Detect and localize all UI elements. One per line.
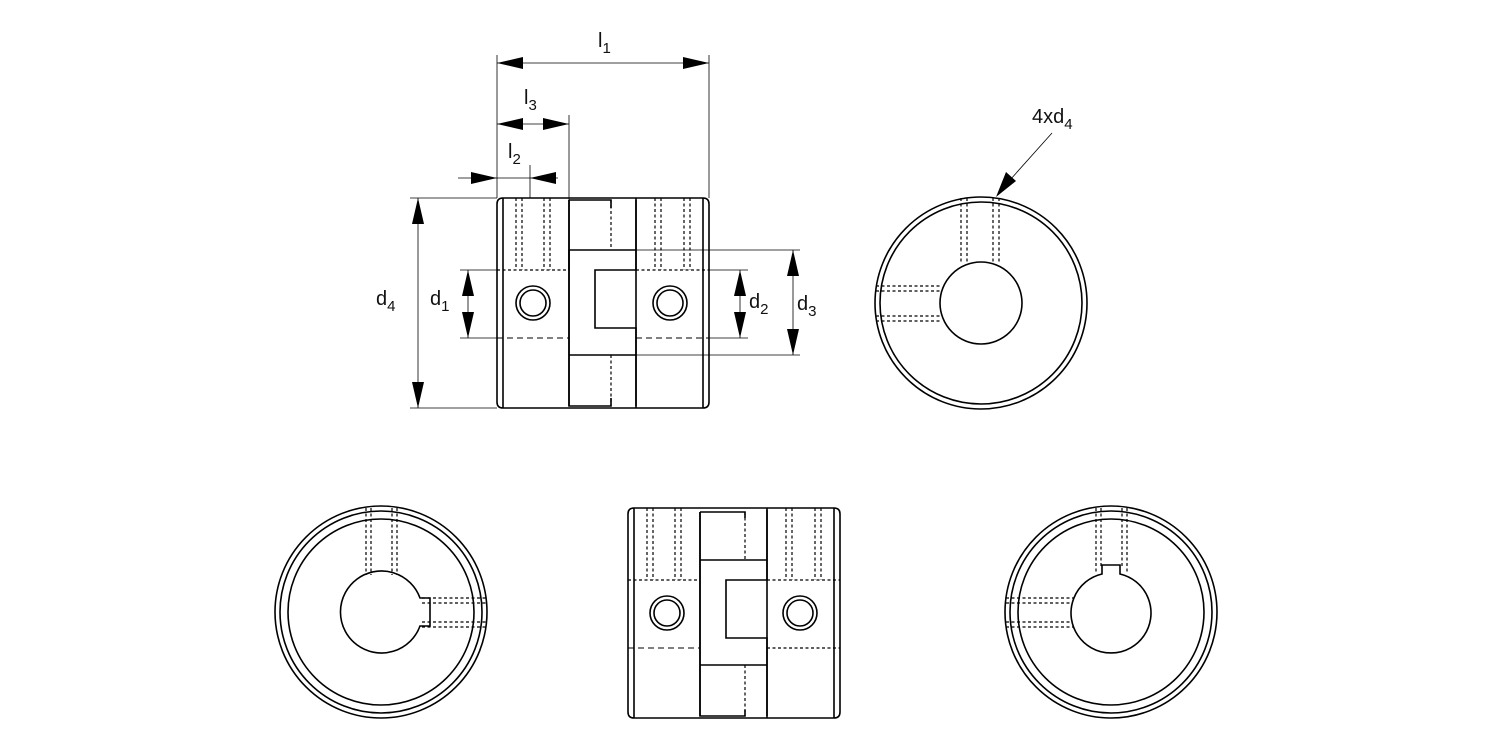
side-view-dimensioned: l1 l3 l2 d4 d1 d2 d3 [376, 30, 816, 409]
end-view-bottom-left [274, 505, 488, 719]
label-d4: d4 [376, 288, 395, 315]
label-d2: d2 [749, 291, 768, 318]
label-l3: l3 [524, 87, 537, 114]
label-d3: d3 [797, 293, 816, 320]
side-view-bottom [627, 507, 841, 719]
label-l1: l1 [598, 30, 611, 57]
end-view-bottom-right [1004, 505, 1218, 719]
label-l2: l2 [508, 141, 521, 168]
label-4xd4: 4xd4 [1032, 106, 1073, 133]
end-view-top: 4xd4 [874, 106, 1088, 410]
label-d1: d1 [430, 288, 449, 315]
